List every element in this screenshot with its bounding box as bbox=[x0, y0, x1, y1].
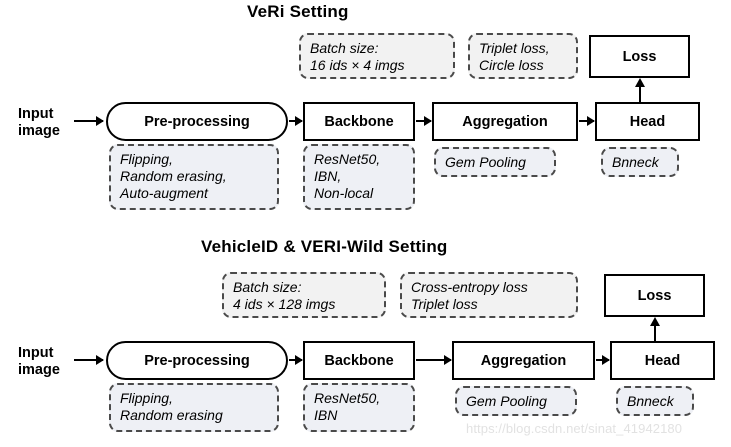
stage-aggregation-vehicleid: Aggregation bbox=[452, 341, 595, 380]
arrow-backbone-to-aggregation-vehicleid bbox=[416, 355, 452, 365]
input-image-label-vehicleid: Input image bbox=[18, 345, 60, 378]
note-aggregation-veri: Gem Pooling bbox=[434, 147, 556, 177]
arrow-backbone-to-aggregation-veri bbox=[416, 116, 432, 126]
arrow-aggregation-to-head-vehicleid bbox=[596, 355, 610, 365]
section-title-vehicleid: VehicleID & VERI-Wild Setting bbox=[201, 237, 448, 256]
arrow-input-to-preprocessing-vehicleid bbox=[74, 355, 104, 365]
arrow-input-to-preprocessing-veri bbox=[74, 116, 104, 126]
stage-head-vehicleid: Head bbox=[610, 341, 715, 380]
stage-head-veri: Head bbox=[595, 102, 700, 141]
arrow-head-to-loss-veri bbox=[635, 78, 645, 102]
note-preprocessing-vehicleid: Flipping, Random erasing bbox=[109, 383, 279, 432]
note-head-veri: Bnneck bbox=[601, 147, 679, 177]
stage-loss-vehicleid: Loss bbox=[604, 274, 705, 317]
note-backbone-vehicleid: ResNet50, IBN bbox=[303, 383, 415, 432]
stage-preprocessing-veri: Pre-processing bbox=[106, 102, 288, 141]
watermark-text: https://blog.csdn.net/sinat_41942180 bbox=[466, 421, 683, 436]
note-backbone-veri: ResNet50, IBN, Non-local bbox=[303, 144, 415, 210]
section-title-veri: VeRi Setting bbox=[247, 2, 349, 21]
arrow-aggregation-to-head-veri bbox=[579, 116, 595, 126]
stage-aggregation-veri: Aggregation bbox=[432, 102, 578, 141]
arrow-preprocessing-to-backbone-veri bbox=[289, 116, 303, 126]
note-batch-size-veri: Batch size: 16 ids × 4 imgs bbox=[299, 33, 455, 79]
note-aggregation-vehicleid: Gem Pooling bbox=[455, 386, 577, 416]
note-head-vehicleid: Bnneck bbox=[616, 386, 694, 416]
arrow-preprocessing-to-backbone-vehicleid bbox=[289, 355, 303, 365]
note-loss-types-veri: Triplet loss, Circle loss bbox=[468, 33, 578, 79]
note-preprocessing-veri: Flipping, Random erasing, Auto-augment bbox=[109, 144, 279, 210]
stage-loss-veri: Loss bbox=[589, 35, 690, 78]
stage-backbone-vehicleid: Backbone bbox=[303, 341, 415, 380]
stage-preprocessing-vehicleid: Pre-processing bbox=[106, 341, 288, 380]
note-batch-size-vehicleid: Batch size: 4 ids × 128 imgs bbox=[222, 272, 386, 318]
note-loss-types-vehicleid: Cross-entropy loss Triplet loss bbox=[400, 272, 578, 318]
stage-backbone-veri: Backbone bbox=[303, 102, 415, 141]
input-image-label-veri: Input image bbox=[18, 106, 60, 139]
arrow-head-to-loss-vehicleid bbox=[650, 317, 660, 341]
